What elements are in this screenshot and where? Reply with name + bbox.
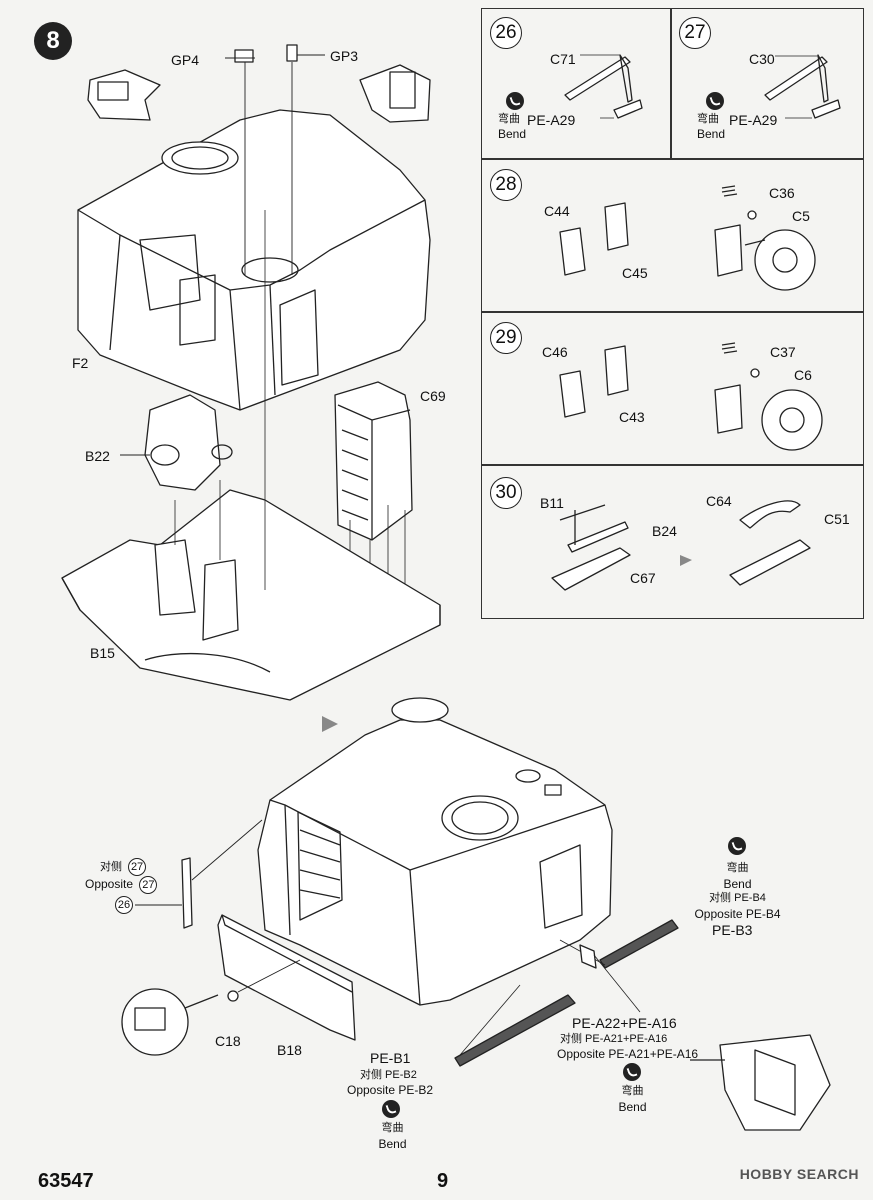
watermark: HOBBY SEARCH (739, 1166, 859, 1182)
label-c67: C67 (630, 570, 656, 586)
label-gp3: GP3 (330, 48, 359, 64)
bend-icon-pe-a22 (623, 1063, 641, 1081)
opposite-en: Opposite 27 (85, 876, 158, 894)
bend-en-right: Bend (723, 877, 752, 891)
bend-cn-26: 弯曲 (498, 113, 520, 125)
step-number-28: 28 (490, 169, 522, 201)
label-pe-b1: PE-B1 (370, 1050, 411, 1066)
label-c46: C46 (542, 344, 568, 360)
bend-cn-pe-a22: 弯曲 (621, 1085, 644, 1097)
ref-circle-27a: 27 (128, 858, 147, 876)
ref-circle-26: 26 (115, 896, 133, 914)
product-code: 63547 (38, 1170, 94, 1192)
step-number-30: 30 (490, 477, 522, 509)
bend-icon-pe-b1 (382, 1100, 400, 1118)
label-c69: C69 (420, 388, 446, 404)
label-f2: F2 (72, 355, 89, 371)
bend-icon-27 (706, 92, 724, 110)
label-pe-a22: PE-A22+PE-A16 (572, 1015, 677, 1031)
bend-en-pe-a22: Bend (618, 1100, 647, 1114)
step-number-26: 26 (490, 17, 522, 49)
label-c37: C37 (770, 344, 796, 360)
label-c64: C64 (706, 493, 732, 509)
label-c43: C43 (619, 409, 645, 425)
panel-step-30: 30 B11 B24 C67 C64 C51 (481, 464, 864, 619)
label-c71: C71 (550, 51, 576, 67)
ref-circle-27b: 27 (139, 876, 158, 894)
label-b15: B15 (90, 645, 115, 661)
opposite-pe-b2-en: Opposite PE-B2 (347, 1083, 434, 1097)
step-number-29: 29 (490, 322, 522, 354)
bend-icon-right (728, 837, 746, 855)
opposite-en-text: Opposite (85, 877, 134, 892)
opposite-cn-text: 对侧 (100, 860, 122, 873)
bend-cn-pe-b1: 弯曲 (381, 1122, 404, 1134)
label-c30: C30 (749, 51, 775, 67)
label-b24: B24 (652, 523, 677, 539)
label-b18: B18 (277, 1042, 302, 1058)
opposite-pe-a21-cn: 对侧 PE-A21+PE-A16 (560, 1033, 668, 1045)
bend-icon-26 (506, 92, 524, 110)
bend-en-pe-b1: Bend (378, 1137, 407, 1151)
page-number: 9 (437, 1170, 449, 1192)
opposite-pe-b4-cn: 对侧 PE-B4 (709, 892, 766, 904)
label-b11: B11 (540, 495, 564, 511)
ref-26: 26 (112, 896, 133, 914)
label-pe-a29-26: PE-A29 (527, 112, 576, 128)
step-number-27: 27 (679, 17, 711, 49)
bend-en-26: Bend (498, 127, 527, 141)
bend-cn-27: 弯曲 (697, 113, 719, 125)
label-gp4: GP4 (171, 52, 200, 68)
opposite-cn: 对侧 27 (100, 858, 147, 876)
step-number-8: 8 (34, 22, 72, 60)
label-c51: C51 (824, 511, 850, 527)
panel-step-28: 28 C44 C45 C36 C5 (481, 158, 864, 313)
opposite-pe-b2-cn: 对侧 PE-B2 (360, 1069, 417, 1081)
label-c18: C18 (215, 1033, 241, 1049)
panel-step-26: 26 C71 弯曲 PE-A29 Bend (481, 8, 672, 160)
opposite-pe-b4-en: Opposite PE-B4 (694, 907, 781, 921)
bend-en-27: Bend (697, 127, 726, 141)
label-c44: C44 (544, 203, 570, 219)
label-pe-a29-27: PE-A29 (729, 112, 778, 128)
label-c6: C6 (794, 367, 812, 383)
label-pe-b3: PE-B3 (712, 922, 753, 938)
label-c5: C5 (792, 208, 810, 224)
bend-cn-right: 弯曲 (726, 862, 749, 874)
opposite-pe-a21-en: Opposite PE-A21+PE-A16 (557, 1047, 699, 1061)
panel-step-29: 29 C46 C43 C37 C6 (481, 311, 864, 466)
label-b22: B22 (85, 448, 110, 464)
label-c45: C45 (622, 265, 648, 281)
panel-step-27: 27 C30 弯曲 PE-A29 Bend (670, 8, 864, 160)
label-c36: C36 (769, 185, 795, 201)
